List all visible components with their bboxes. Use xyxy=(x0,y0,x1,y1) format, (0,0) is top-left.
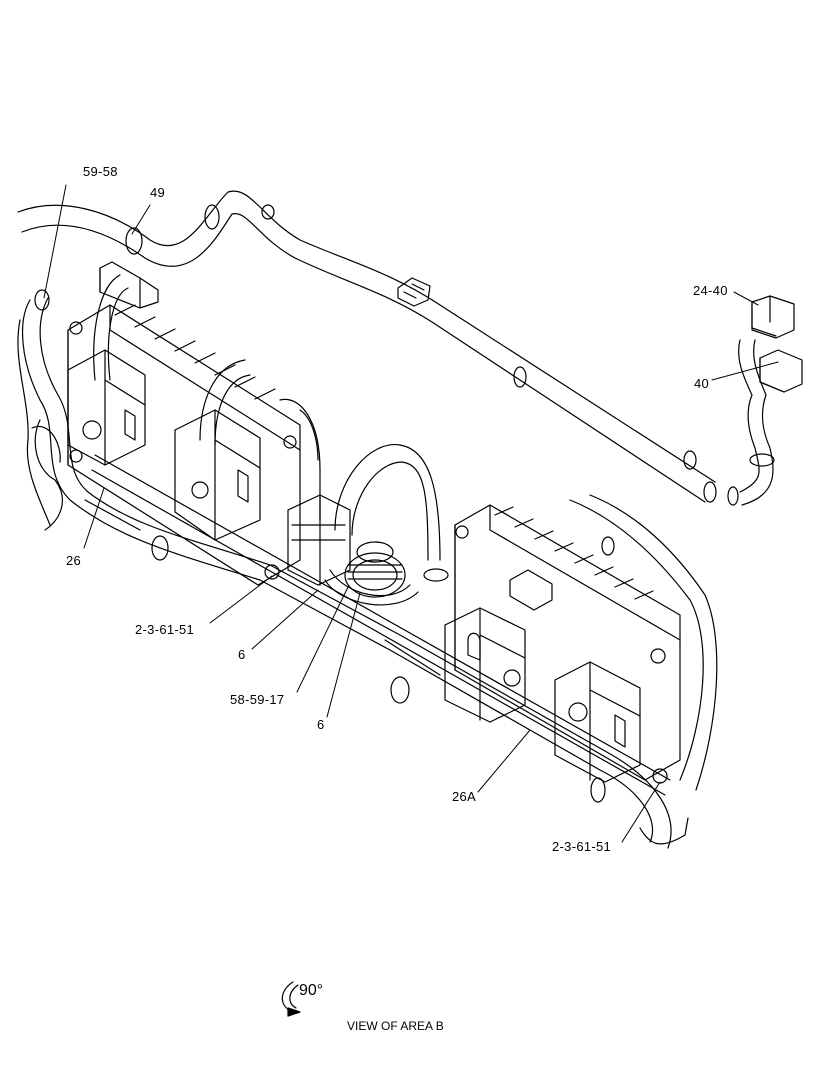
rotate-arrow-icon xyxy=(281,981,301,1017)
left-ecm-module xyxy=(67,304,301,586)
callout-2-3-61-51-left: 2-3-61-51 xyxy=(135,622,195,637)
callout-6-lower: 6 xyxy=(317,717,325,732)
center-grommet-assembly xyxy=(287,444,449,606)
left-module-tubes xyxy=(93,274,321,521)
callout-58-59-17: 58-59-17 xyxy=(230,692,285,707)
callout-40: 40 xyxy=(694,376,710,391)
callout-2-3-61-51-right: 2-3-61-51 xyxy=(552,839,612,854)
mounting-rail xyxy=(84,454,671,796)
leader-lines xyxy=(43,184,779,843)
callout-6-upper: 6 xyxy=(238,647,246,662)
callout-59-58: 59-58 xyxy=(83,164,118,179)
rotation-label: 90° xyxy=(299,982,324,999)
right-ecm-module xyxy=(444,504,681,784)
lower-harness-loop xyxy=(22,289,718,849)
callout-24-40: 24-40 xyxy=(693,283,728,298)
callout-26: 26 xyxy=(66,553,82,568)
left-harness-bits xyxy=(17,261,159,531)
callout-49: 49 xyxy=(150,185,166,200)
callout-26a: 26A xyxy=(452,789,477,804)
right-connector-assembly xyxy=(727,295,803,506)
top-harness-tube xyxy=(17,190,717,503)
view-caption: VIEW OF AREA B xyxy=(347,1019,444,1033)
